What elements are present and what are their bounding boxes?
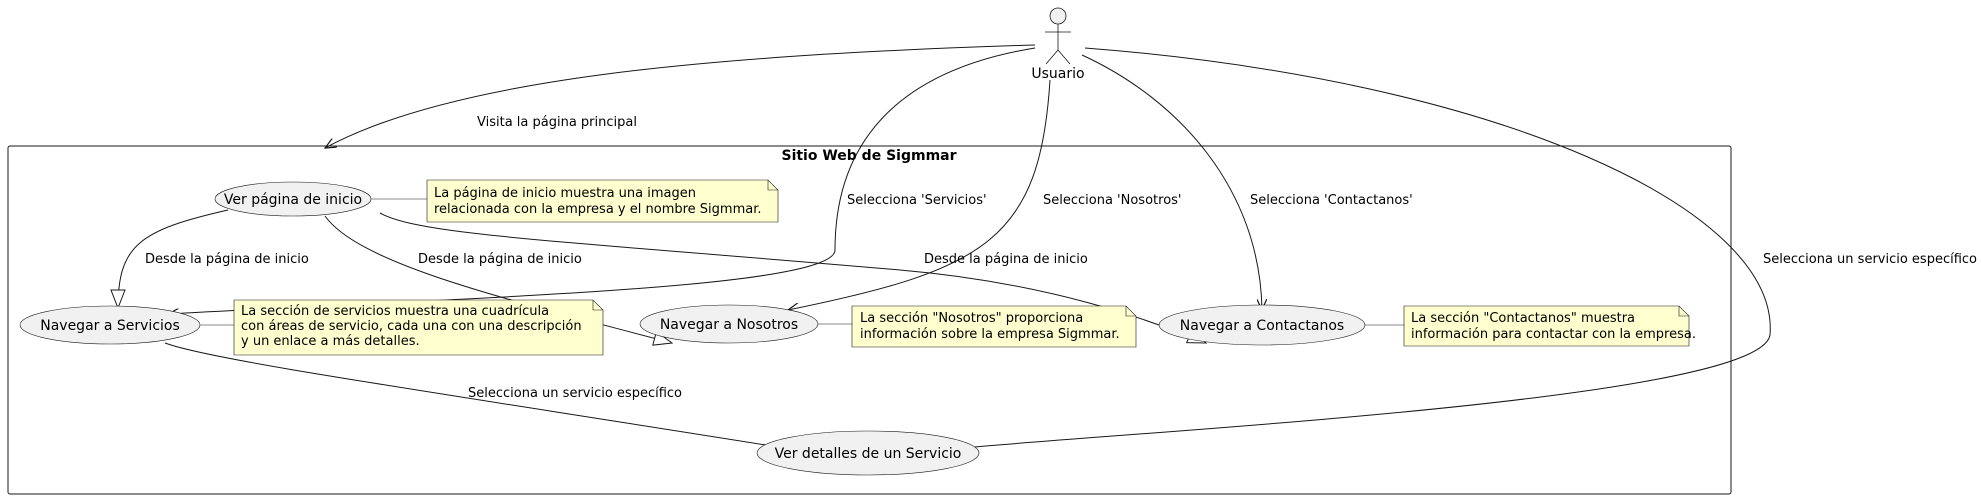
edge-visita xyxy=(325,44,1036,148)
system-boundary xyxy=(7,145,1732,495)
usecase-ver-inicio: Ver página de inicio xyxy=(214,181,372,217)
label-sel-nosotros: Selecciona 'Nosotros' xyxy=(1043,193,1182,208)
system-title: Sitio Web de Sigmmar xyxy=(781,148,956,164)
usecase-nosotros: Navegar a Nosotros xyxy=(639,304,819,344)
note-inicio: La página de inicio muestra una imagen r… xyxy=(371,179,779,223)
label-visita: Visita la página principal xyxy=(477,115,637,130)
actor-name: Usuario xyxy=(1031,66,1084,82)
edge-servicios-detalle xyxy=(164,342,773,447)
usecase-contactanos: Navegar a Contactanos xyxy=(1158,304,1366,346)
edge-sel-detalle-actor xyxy=(952,47,1771,449)
note-servicios-line2: con áreas de servicio, cada una con una … xyxy=(241,319,582,334)
edge-sel-nosotros xyxy=(788,79,1051,310)
note-contactanos: La sección "Contactanos" muestra informa… xyxy=(1365,305,1696,347)
label-sel-contactanos: Selecciona 'Contactanos' xyxy=(1250,193,1413,208)
usecase-servicios: Navegar a Servicios xyxy=(19,305,201,345)
label-inicio-nosotros: Desde la página de inicio xyxy=(418,252,582,267)
label-inicio-contactanos: Desde la página de inicio xyxy=(924,252,1088,267)
note-nosotros: La sección "Nosotros" proporciona inform… xyxy=(818,305,1137,348)
note-inicio-line2: relacionada con la empresa y el nombre S… xyxy=(434,202,762,217)
actor-head xyxy=(1049,7,1067,25)
note-inicio-line1: La página de inicio muestra una imagen xyxy=(434,186,696,201)
edge-inicio-nosotros xyxy=(324,215,672,343)
note-contactanos-line1: La sección "Contactanos" muestra xyxy=(1411,311,1635,326)
note-nosotros-line2: información sobre la empresa Sigmmar. xyxy=(860,327,1120,342)
edge-inicio-servicios xyxy=(118,209,229,308)
note-servicios: La sección de servicios muestra una cuad… xyxy=(200,299,604,356)
edge-sel-contactanos xyxy=(1081,54,1262,310)
note-nosotros-line1: La sección "Nosotros" proporciona xyxy=(860,311,1083,326)
usecase-detalle-label: Ver detalles de un Servicio xyxy=(775,446,962,462)
note-servicios-line3: y un enlace a más detalles. xyxy=(241,334,420,349)
note-servicios-line1: La sección de servicios muestra una cuad… xyxy=(241,304,549,319)
usecase-servicios-label: Navegar a Servicios xyxy=(40,318,180,334)
usecase-nosotros-label: Navegar a Nosotros xyxy=(660,317,798,333)
usecase-detalle: Ver detalles de un Servicio xyxy=(756,430,980,476)
actor-usuario: Usuario xyxy=(1031,7,1085,82)
usecase-contactanos-label: Navegar a Contactanos xyxy=(1180,318,1344,334)
usecase-ver-inicio-label: Ver página de inicio xyxy=(224,192,362,208)
label-sel-servicios: Selecciona 'Servicios' xyxy=(847,193,987,208)
label-sel-detalle-actor: Selecciona un servicio específico xyxy=(1763,252,1977,267)
note-contactanos-line2: información para contactar con la empres… xyxy=(1411,327,1696,342)
label-inicio-servicios: Desde la página de inicio xyxy=(145,252,309,267)
label-sel-detalle: Selecciona un servicio específico xyxy=(468,386,682,401)
